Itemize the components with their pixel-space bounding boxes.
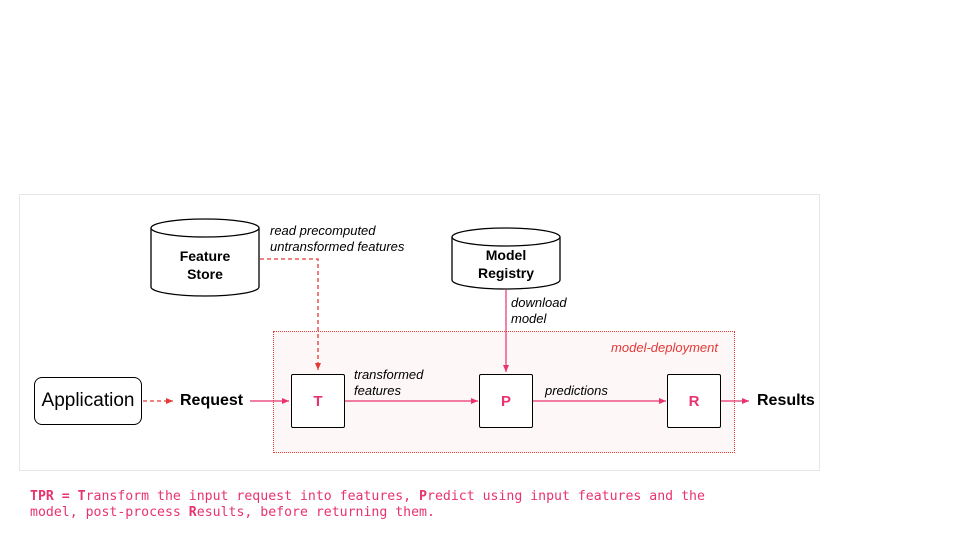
feature-read-arrow (260, 258, 321, 370)
footnote-p-rest: redict using input features and the mode… (30, 489, 705, 520)
feature-store-label-line2: Store (187, 266, 223, 282)
model-registry-label-line2: Registry (477, 265, 535, 281)
model-deployment-label: model-deployment (611, 340, 718, 355)
request-label: Request (180, 392, 244, 409)
predict-step-box: P (479, 374, 533, 428)
read-features-line2: untransformed features (270, 239, 405, 254)
download-line1: download (511, 295, 567, 310)
application-node: Application (34, 377, 142, 425)
feature-store-label: Feature Store (151, 247, 259, 283)
model-registry-label-line1: Model (485, 247, 527, 263)
predictions-annotation: predictions (545, 383, 608, 398)
download-line2: model (511, 311, 547, 326)
read-features-line1: read precomputed (270, 223, 376, 238)
feature-store-cylinder (150, 218, 260, 297)
transform-step-box: T (291, 374, 345, 428)
results-step-box: R (667, 374, 721, 428)
footnote-r-bold: R (188, 505, 197, 520)
transformed-features-annotation: transformed features (354, 367, 423, 399)
feature-store-label-line1: Feature (179, 248, 231, 264)
footnote-t-bold: TPR = T (30, 489, 86, 504)
transformed-line1: transformed (354, 367, 424, 382)
footnote-t-rest: ransform the input request into features… (85, 489, 420, 504)
tpr-footnote: TPR = Transform the input request into f… (30, 489, 750, 521)
results-label: Results (757, 392, 815, 409)
model-registry-cylinder (451, 227, 561, 290)
footnote-p-bold: P (419, 489, 427, 504)
read-features-annotation: read precomputed untransformed features (270, 223, 404, 255)
footnote-r-rest: esults, before returning them. (196, 505, 435, 520)
download-model-annotation: download model (511, 295, 567, 327)
transformed-line2: features (354, 383, 401, 398)
model-registry-label: Model Registry (452, 246, 560, 282)
